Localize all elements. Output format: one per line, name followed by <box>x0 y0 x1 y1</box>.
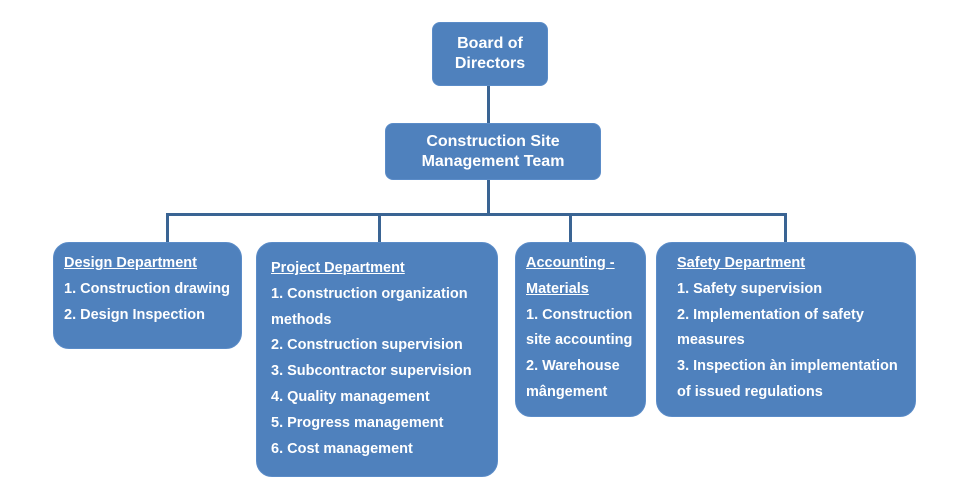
project-department-box: Project Department 1. Construction organ… <box>256 242 498 477</box>
board-of-directors-box: Board of Directors <box>432 22 548 86</box>
dept-item: 1. Construction organization methods <box>271 285 468 328</box>
board-label: Board of Directors <box>454 35 526 72</box>
connector-management-bus <box>487 180 490 215</box>
management-team-box: Construction Site Management Team <box>385 123 601 180</box>
design-department-box: Design Department 1. Construction drawin… <box>53 242 242 349</box>
dept-item: 2. Design Inspection <box>64 306 205 323</box>
dept-item: 3. Subcontractor supervision <box>271 363 472 380</box>
dept-title: Design Department <box>64 255 197 271</box>
connector-bus <box>166 213 787 216</box>
safety-department-box: Safety Department 1. Safety supervision … <box>656 242 916 417</box>
connector-accounting <box>569 213 572 242</box>
dept-item: 1. Construction drawing <box>64 280 230 297</box>
management-label: Construction Site Management Team <box>421 132 565 170</box>
dept-item: 5. Progress management <box>271 414 444 431</box>
connector-board-management <box>487 86 490 124</box>
dept-title: Accounting - Materials <box>526 255 615 297</box>
dept-item: 1. Safety supervision <box>677 280 823 297</box>
connector-safety <box>784 213 787 242</box>
connector-project <box>378 213 381 242</box>
connector-design <box>166 213 169 242</box>
dept-item: 2. Warehouse mângement <box>526 358 620 400</box>
dept-title: Project Department <box>271 260 405 276</box>
dept-title: Safety Department <box>677 255 806 271</box>
dept-item: 3. Inspection àn implementation of issue… <box>677 358 898 400</box>
dept-item: 6. Cost management <box>271 440 413 457</box>
dept-item: 1. Construction site accounting <box>526 306 633 349</box>
dept-item: 2. Construction supervision <box>271 337 463 354</box>
dept-item: 4. Quality management <box>271 388 430 405</box>
accounting-materials-box: Accounting - Materials 1. Construction s… <box>515 242 646 417</box>
dept-item: 2. Implementation of safety measures <box>677 306 864 349</box>
